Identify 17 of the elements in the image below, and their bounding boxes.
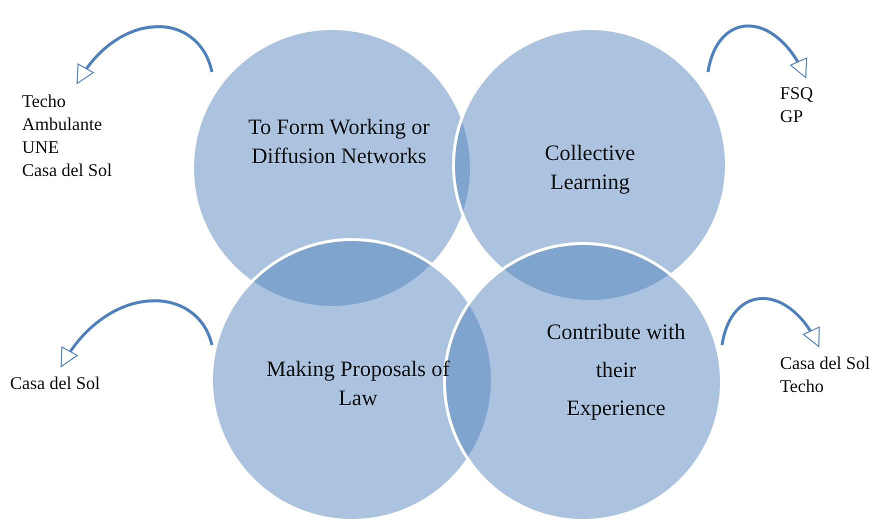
circle-label: Collective Learning <box>544 139 636 196</box>
circle-label: Contribute with their Experience <box>546 318 686 422</box>
curved-arrow <box>60 300 214 367</box>
curved-arrow <box>706 24 806 78</box>
list-item: Techo <box>780 375 825 398</box>
list-item: GP <box>780 105 804 128</box>
list-item: Techo <box>22 90 67 113</box>
list-item: Ambulante <box>22 113 103 136</box>
curved-arrow <box>76 25 214 84</box>
curved-arrow <box>720 297 820 348</box>
list-item: Casa del Sol <box>780 352 870 375</box>
circle-label: To Form Working or Diffusion Networks <box>247 113 431 170</box>
list-item: Casa del Sol <box>10 372 100 395</box>
circle-label: Making Proposals of Law <box>265 355 451 412</box>
list-item: FSQ <box>780 82 814 105</box>
list-item: UNE <box>22 136 60 159</box>
list-item: Casa del Sol <box>22 159 112 182</box>
